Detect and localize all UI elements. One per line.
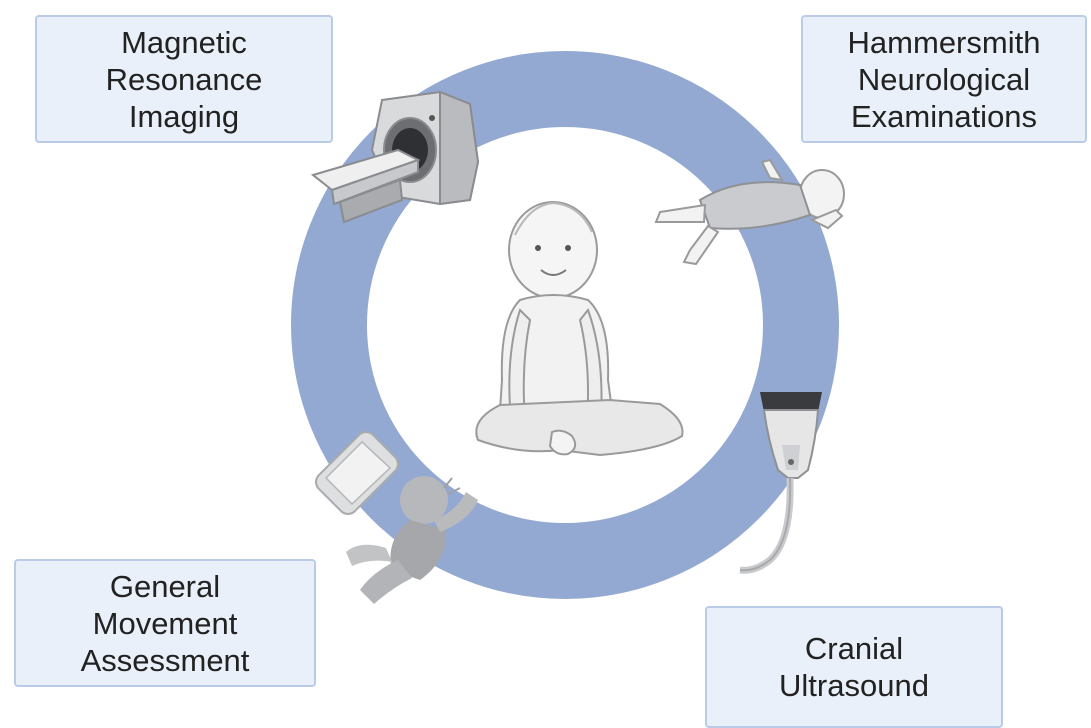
gma-label-line: Assessment [81,642,250,679]
cus-label-line: Ultrasound [779,667,929,704]
hne-label-line: Neurological [858,61,1030,98]
mri-label-line: Imaging [129,98,239,135]
hne-label-box: Hammersmith Neurological Examinations [801,15,1087,143]
cus-label-box: Cranial Ultrasound [705,606,1003,728]
gma-label-box: General Movement Assessment [14,559,316,687]
baby-sitting-icon [476,202,682,455]
mri-label-line: Resonance [106,61,263,98]
mri-label-line: Magnetic [121,24,247,61]
gma-label-line: General [110,568,220,605]
gma-label-line: Movement [93,605,238,642]
mri-label-box: Magnetic Resonance Imaging [35,15,333,143]
hne-label-line: Examinations [851,98,1037,135]
hne-label-line: Hammersmith [848,24,1041,61]
cus-label-line: Cranial [805,630,903,667]
mri-scanner-icon [313,92,478,222]
